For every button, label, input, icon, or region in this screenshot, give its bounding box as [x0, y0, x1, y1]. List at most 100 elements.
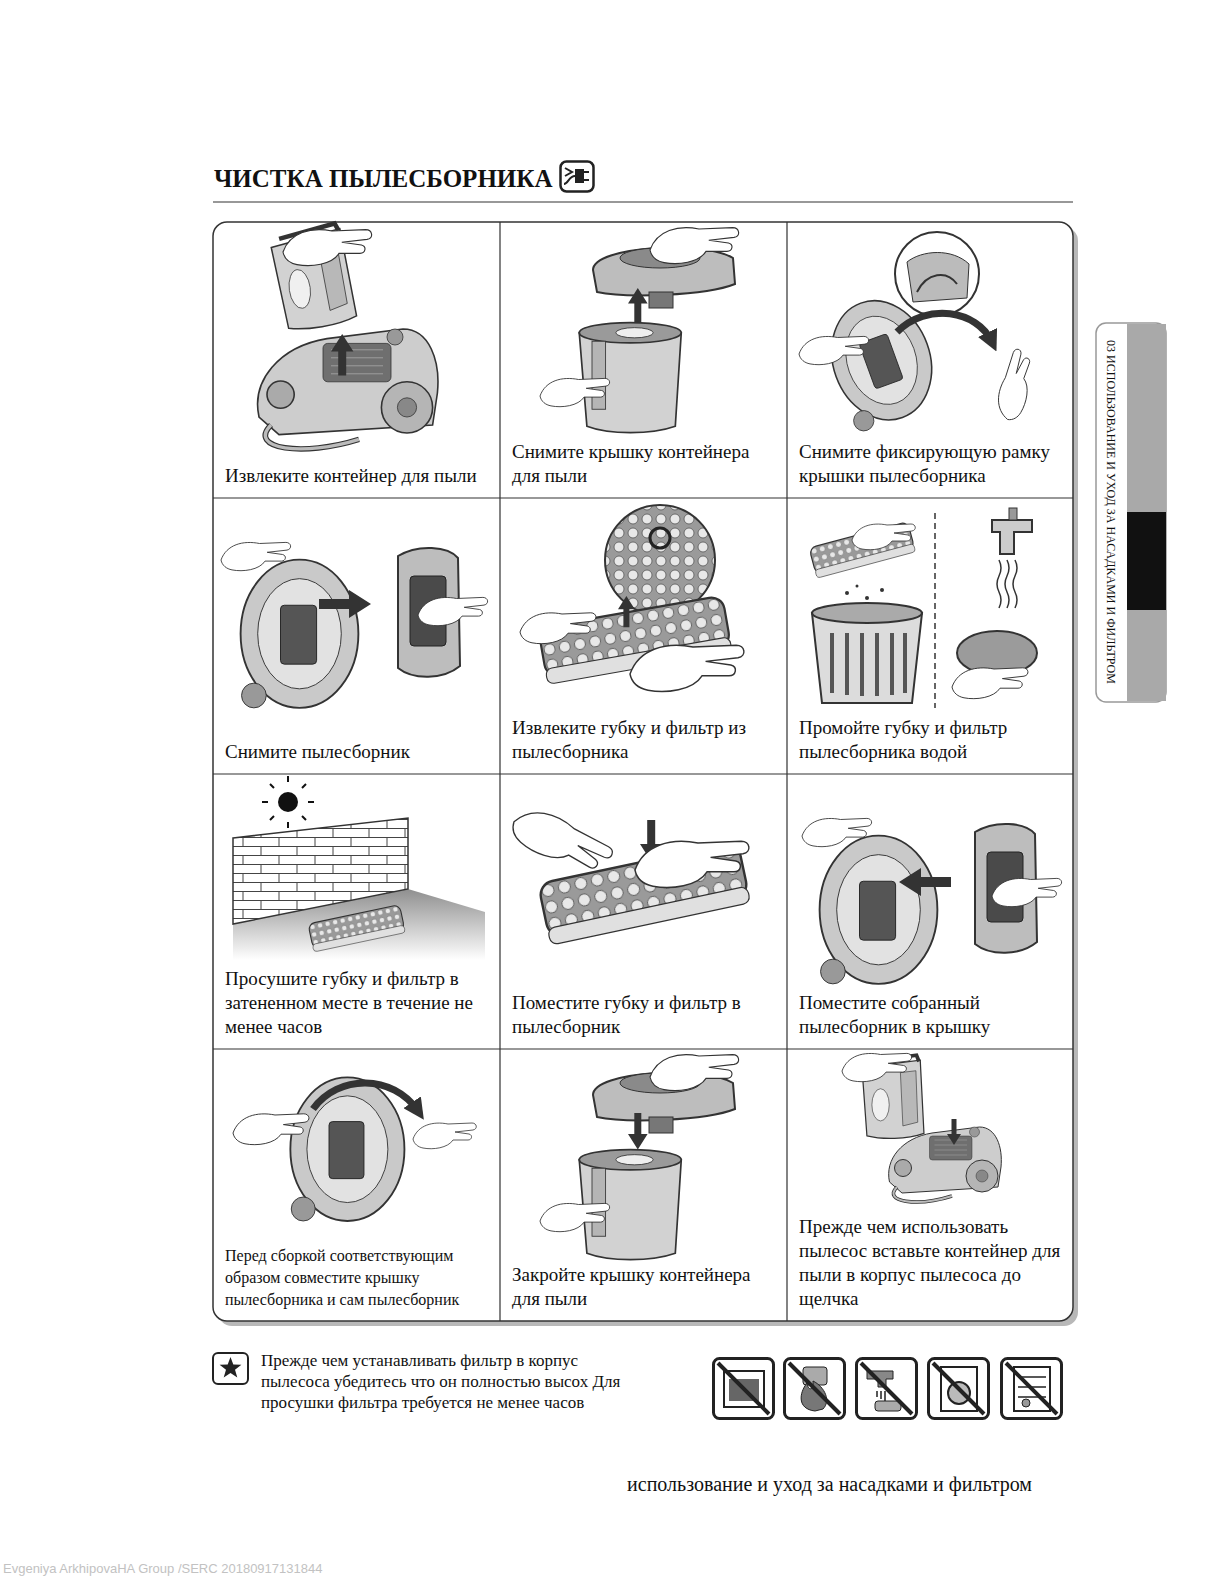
illustration-part [802, 818, 872, 846]
step-caption: Снимите крышку контейнера для пыли [512, 440, 779, 488]
step-cell: Снимите крышку контейнера для пыли [500, 222, 787, 498]
watermark: Evgeniya ArkhipovaHA Group /SERC 2018091… [3, 1561, 603, 1577]
illustration-part [899, 868, 951, 896]
illustration-part [1096, 323, 1166, 702]
illustration-part [650, 528, 670, 548]
step-caption: Извлеките контейнер для пыли [225, 464, 492, 488]
prohibit-dishwasher-icon [1002, 1359, 1062, 1419]
illustration-part [565, 168, 572, 176]
step-caption: Поместите собранный пылесборник в крышку [799, 991, 1065, 1039]
illustration-part [278, 792, 298, 812]
step-illustration [809, 508, 1037, 708]
illustration-part [907, 253, 969, 303]
step-caption: Поместите губку и фильтр в пылесборник [512, 991, 779, 1039]
illustration-part [628, 1113, 648, 1149]
illustration-part [628, 288, 648, 324]
illustration-part [1002, 1359, 1062, 1419]
illustration-part [413, 1123, 476, 1149]
illustration-part [897, 313, 992, 342]
step-cell: Снимите пылесборник [213, 498, 500, 774]
illustration-part [1006, 1363, 1057, 1414]
illustration-part [718, 1363, 769, 1414]
illustration-part [262, 776, 314, 828]
illustration-part [233, 1114, 309, 1145]
prohibit-washer-icon [929, 1359, 989, 1419]
illustration-part [947, 1119, 961, 1145]
step-illustration [540, 1055, 739, 1260]
illustration-part [842, 1053, 912, 1081]
illustration-part [538, 842, 751, 945]
illustration-part [832, 633, 905, 696]
prohibit-fire-icon [785, 1359, 845, 1419]
note-text: Прежде чем устанавливать фильтр в корпус… [261, 1350, 639, 1413]
step-illustration [221, 542, 488, 707]
step-caption: Перед сборкой соответствующим образом со… [225, 1245, 492, 1311]
illustration-part [308, 905, 405, 952]
step-cell: Прежде чем использовать пылесос вставьте… [787, 1049, 1073, 1321]
illustration-part [319, 590, 371, 618]
illustration-part [506, 800, 614, 886]
unplug-icon [561, 162, 594, 192]
illustration-part [1127, 324, 1166, 701]
footer-text: использование и уход за насадками и филь… [540, 1472, 1032, 1496]
illustration-part [857, 1359, 917, 1419]
page-title: ЧИСТКА ПЫЛЕСБОРНИКА [214, 164, 552, 194]
step-caption: Закройте крышку контейнера для пыли [512, 1263, 779, 1311]
illustration-part [997, 560, 1017, 608]
illustration-part [331, 334, 353, 376]
step-caption: Просушите губку и фильтр в затененном ме… [225, 967, 492, 1039]
illustration-part [861, 1363, 912, 1414]
illustration-part [856, 585, 859, 588]
step-cell: Извлеките контейнер для пыли [213, 222, 500, 498]
illustration-part [635, 841, 749, 887]
illustration-part [630, 645, 744, 691]
illustration-part [290, 1077, 404, 1221]
illustration-part [991, 348, 1041, 423]
illustration-part [880, 588, 884, 592]
illustration-part [1127, 512, 1166, 610]
step-cell: Промойте губку и фильтр пылесборника вод… [787, 498, 1073, 774]
illustration-part [820, 836, 938, 984]
note-star-icon [213, 1353, 248, 1384]
illustration-part [852, 524, 915, 550]
illustration-part [789, 1363, 840, 1414]
illustration-part [575, 169, 584, 183]
step-cell: Перед сборкой соответствующим образом со… [213, 1049, 500, 1321]
illustration-part [992, 520, 1032, 554]
illustration-part [241, 560, 359, 708]
step-illustration [799, 232, 1042, 434]
tab-text: 03 ИСПОЛЬЗОВАНИЕ И УХОД ЗА НАСАДКАМИ И Ф… [1097, 326, 1125, 698]
illustration-part [877, 1391, 885, 1401]
illustration-part [875, 1401, 901, 1411]
step-illustration [520, 505, 744, 691]
illustration-part [564, 176, 575, 184]
illustration-part [809, 522, 916, 579]
illustration-part [650, 1055, 739, 1091]
illustration-part [992, 878, 1062, 906]
illustration-part [917, 275, 957, 292]
illustration-part [714, 1359, 774, 1419]
illustration-part [895, 232, 979, 316]
step-caption: Прежде чем использовать пылесос вставьте… [799, 1215, 1065, 1311]
illustration-part [220, 1357, 242, 1378]
illustration-part [540, 1203, 610, 1231]
illustration-part [605, 505, 715, 615]
illustration-part [933, 1363, 984, 1414]
illustration-part [221, 542, 291, 570]
step-illustration [842, 1053, 1001, 1202]
prohibit-dryer-icon [714, 1359, 774, 1419]
title-rule [213, 201, 1073, 202]
illustration-part [799, 336, 869, 364]
step-cell: Поместите собранный пылесборник в крышку [787, 774, 1073, 1049]
illustration-part [934, 513, 936, 708]
illustration-part [845, 591, 849, 595]
step-caption: Промойте губку и фильтр пылесборника вод… [799, 716, 1065, 764]
step-caption: Снимите пылесборник [225, 740, 492, 764]
step-grid [213, 222, 1073, 1321]
illustration-part [313, 1083, 418, 1111]
illustration-part [948, 1382, 970, 1404]
step-illustration [258, 222, 438, 449]
step-illustration [506, 800, 750, 945]
